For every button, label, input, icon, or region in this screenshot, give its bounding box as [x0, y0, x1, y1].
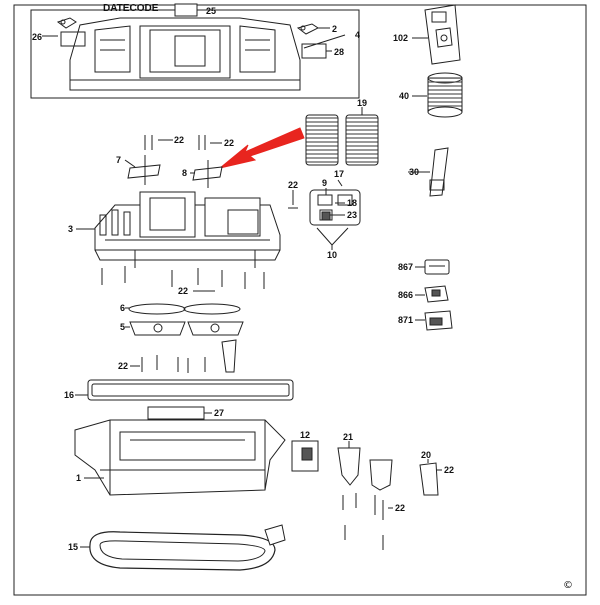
part-866-battery [424, 285, 449, 303]
part-7-latch [127, 155, 161, 185]
label-part-23: 23 [347, 210, 358, 220]
label-part-26: 26 [32, 32, 43, 42]
label-part-12: 12 [300, 430, 311, 440]
part-23-button [321, 211, 331, 221]
label-part-20: 20 [421, 450, 432, 460]
label-part-7: 7 [116, 155, 122, 165]
part-27-label [147, 406, 205, 420]
label-part-22-d: 22 [178, 286, 189, 296]
label-part-40: 40 [399, 91, 410, 101]
label-part-9: 9 [322, 178, 328, 188]
part-26-screw-clip [56, 17, 77, 29]
part-2-clip [296, 23, 319, 35]
label-part-18: 18 [347, 198, 358, 208]
part-28-label [301, 43, 327, 59]
label-part-30: 30 [409, 167, 420, 177]
part-1-tank [74, 419, 286, 496]
part-22-screws-lower [141, 355, 206, 373]
part-871-charger [424, 310, 453, 331]
label-part-28: 28 [334, 47, 345, 57]
label-part-22-c: 22 [288, 180, 299, 190]
label-part-102: 102 [393, 33, 409, 43]
label-part-15: 15 [68, 542, 79, 552]
part-6-gaskets [128, 303, 241, 315]
highlight-arrow [219, 127, 305, 169]
label-part-866: 866 [398, 290, 414, 300]
part-22-screws-top [144, 135, 206, 150]
part-latch-hinge [221, 339, 237, 373]
label-part-22-b: 22 [224, 138, 235, 148]
label-datecode: DATECODE [103, 3, 159, 14]
part-latch-handle [369, 459, 393, 491]
part-30-strap [429, 147, 449, 197]
part-867-battery-adapter [424, 259, 450, 275]
part-5-impellers [129, 321, 244, 336]
label-part-10: 10 [327, 250, 338, 260]
part-4-lid [69, 17, 301, 91]
label-part-22-g: 22 [395, 503, 406, 513]
part-3-power-head [94, 191, 281, 268]
label-part-3: 3 [68, 224, 74, 234]
copyright-mark: © [563, 580, 573, 591]
label-part-1: 1 [76, 473, 82, 483]
label-part-27: 27 [214, 408, 225, 418]
label-part-22-e: 22 [118, 361, 129, 371]
label-part-5: 5 [120, 322, 126, 332]
part-19-panel-filters [305, 114, 379, 166]
part-15-hose [89, 524, 286, 571]
label-part-871: 871 [398, 315, 414, 325]
part-16-seal [87, 379, 294, 401]
part-40-cartridge-filter [427, 72, 463, 118]
label-part-21: 21 [343, 432, 354, 442]
label-part-6: 6 [120, 303, 126, 313]
part-26-label [60, 31, 86, 47]
label-part-22-a: 22 [174, 135, 185, 145]
part-21-latch [337, 447, 361, 486]
part-8-latch [192, 160, 223, 188]
label-part-16: 16 [64, 390, 75, 400]
part-12-group-box [291, 440, 319, 472]
part-22-screws-mid [101, 266, 265, 289]
part-25-datecode-label [174, 3, 198, 17]
label-part-2: 2 [332, 24, 338, 34]
label-part-17: 17 [334, 169, 345, 179]
label-part-22-f: 22 [444, 465, 455, 475]
label-part-867: 867 [398, 262, 414, 272]
label-part-19: 19 [357, 98, 368, 108]
label-part-4: 4 [355, 30, 361, 40]
label-part-8: 8 [182, 168, 188, 178]
part-102-dust-bag [424, 4, 461, 65]
page-border [13, 4, 587, 596]
part-20-bracket [419, 462, 439, 496]
label-part-25: 25 [206, 6, 217, 16]
